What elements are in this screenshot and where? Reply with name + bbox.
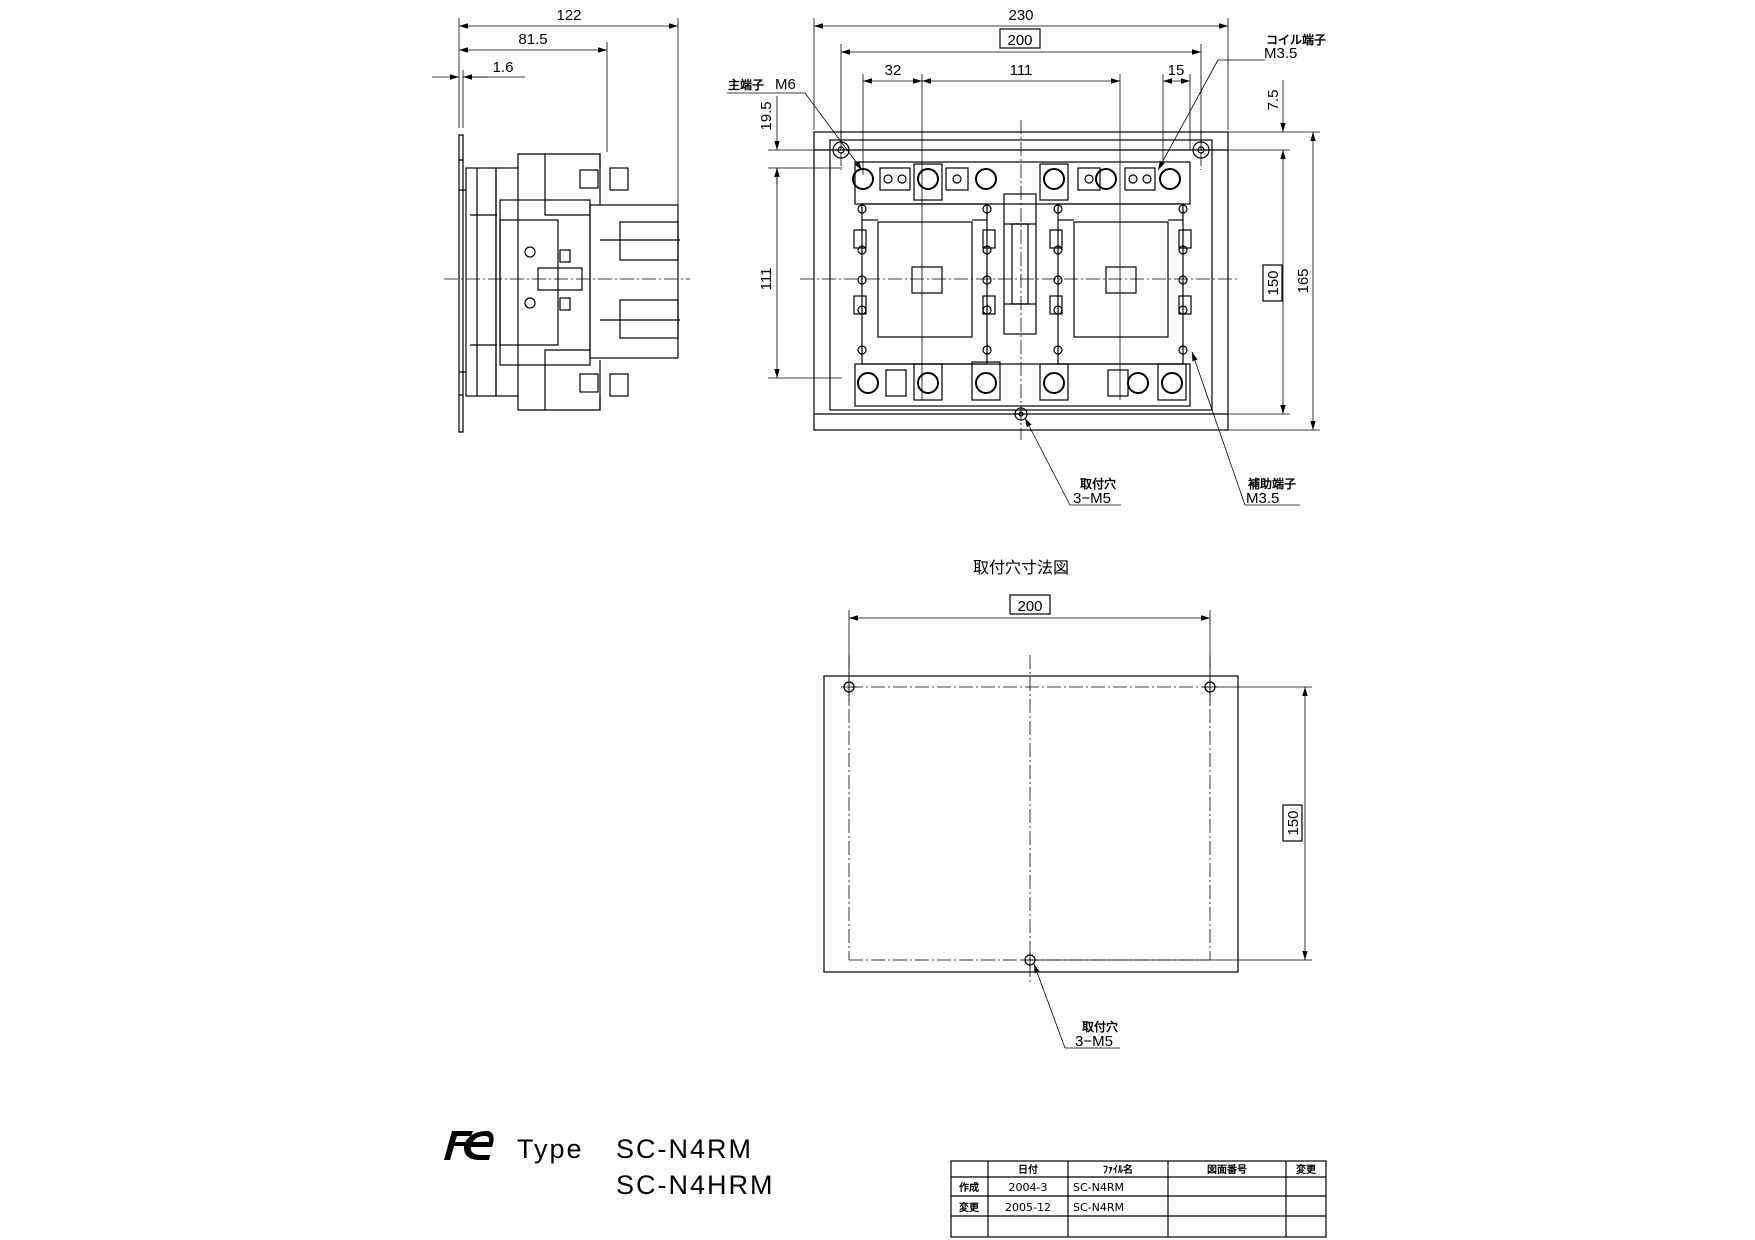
type-label: Type bbox=[517, 1134, 584, 1164]
model-2: SC-N4HRM bbox=[616, 1170, 775, 1200]
table-row-file: SC-N4RM bbox=[1073, 1181, 1124, 1194]
interlock bbox=[1003, 193, 1037, 335]
top-terminals bbox=[852, 163, 1181, 201]
fe-logo bbox=[444, 1131, 494, 1160]
table-row-date: 2005-12 bbox=[1005, 1201, 1051, 1214]
product-block: Type SC-N4RM SC-N4HRM bbox=[444, 1131, 775, 1200]
hole-view: 取付穴寸法図 200 150 取付穴 3−M5 bbox=[823, 558, 1312, 1050]
hole-outline bbox=[823, 675, 1239, 973]
revision-table: 日付 ﾌｧｲﾙ名 図面番号 変更 作成 2004-3 SC-N4RM 変更 20… bbox=[950, 1160, 1327, 1238]
label-coil-terminal: コイル端子 bbox=[1266, 32, 1326, 47]
dim-mount-pitch-height: 150 bbox=[1265, 270, 1282, 295]
hole-view-title: 取付穴寸法図 bbox=[973, 558, 1069, 577]
table-row-date: 2004-3 bbox=[1009, 1181, 1048, 1194]
dim-main-terminal-top: 19.5 bbox=[758, 101, 775, 130]
table-row-file: SC-N4RM bbox=[1073, 1201, 1124, 1214]
front-view: 230 200 32 111 15 19.5 111 150 165 7.5 bbox=[727, 7, 1326, 507]
bottom-terminals bbox=[857, 361, 1187, 401]
dim-height-terminal-span: 111 bbox=[758, 268, 775, 291]
dim-depth-to-coil: 81.5 bbox=[518, 31, 547, 48]
dim-coil-terminal-top: 7.5 bbox=[1265, 90, 1282, 111]
hole-dim-height: 150 bbox=[1285, 810, 1302, 835]
label-mount-hole: 取付穴 bbox=[1080, 476, 1116, 491]
label-aux-terminal: 補助端子 bbox=[1247, 476, 1296, 491]
dim-coil-terminal-offset: 15 bbox=[1168, 62, 1185, 79]
label-coil-terminal-size: M3.5 bbox=[1264, 45, 1297, 62]
table-row-label: 作成 bbox=[959, 1181, 979, 1194]
dim-plate-thickness: 1.6 bbox=[493, 59, 514, 76]
label-mount-hole-spec: 3−M5 bbox=[1073, 490, 1111, 507]
hole-label-mount-hole: 取付穴 bbox=[1082, 1019, 1118, 1034]
dim-terminal-offset: 32 bbox=[885, 62, 902, 79]
model-1: SC-N4RM bbox=[616, 1134, 753, 1164]
dim-mount-pitch-width: 200 bbox=[1007, 32, 1032, 49]
label-aux-terminal-size: M3.5 bbox=[1246, 490, 1279, 507]
table-header-change: 変更 bbox=[1296, 1163, 1317, 1176]
left-contactor bbox=[853, 203, 996, 365]
hole-dim-width: 200 bbox=[1017, 598, 1042, 615]
hole-label-mount-hole-spec: 3−M5 bbox=[1075, 1033, 1113, 1050]
table-header-drawing-no: 図面番号 bbox=[1207, 1163, 1247, 1176]
dim-overall-width: 230 bbox=[1008, 7, 1033, 24]
label-main-terminal-size: M6 bbox=[775, 76, 796, 93]
table-header-date: 日付 bbox=[1018, 1163, 1038, 1176]
table-header-file: ﾌｧｲﾙ名 bbox=[1103, 1163, 1133, 1176]
table-row-label: 変更 bbox=[959, 1201, 980, 1214]
dim-overall-height: 165 bbox=[1295, 268, 1312, 293]
side-view: 122 81.5 1.6 bbox=[432, 7, 690, 433]
label-main-terminal: 主端子 bbox=[728, 77, 764, 92]
dim-terminal-span: 111 bbox=[1010, 62, 1033, 79]
dim-overall-depth: 122 bbox=[556, 7, 581, 24]
right-contactor bbox=[1049, 203, 1192, 365]
